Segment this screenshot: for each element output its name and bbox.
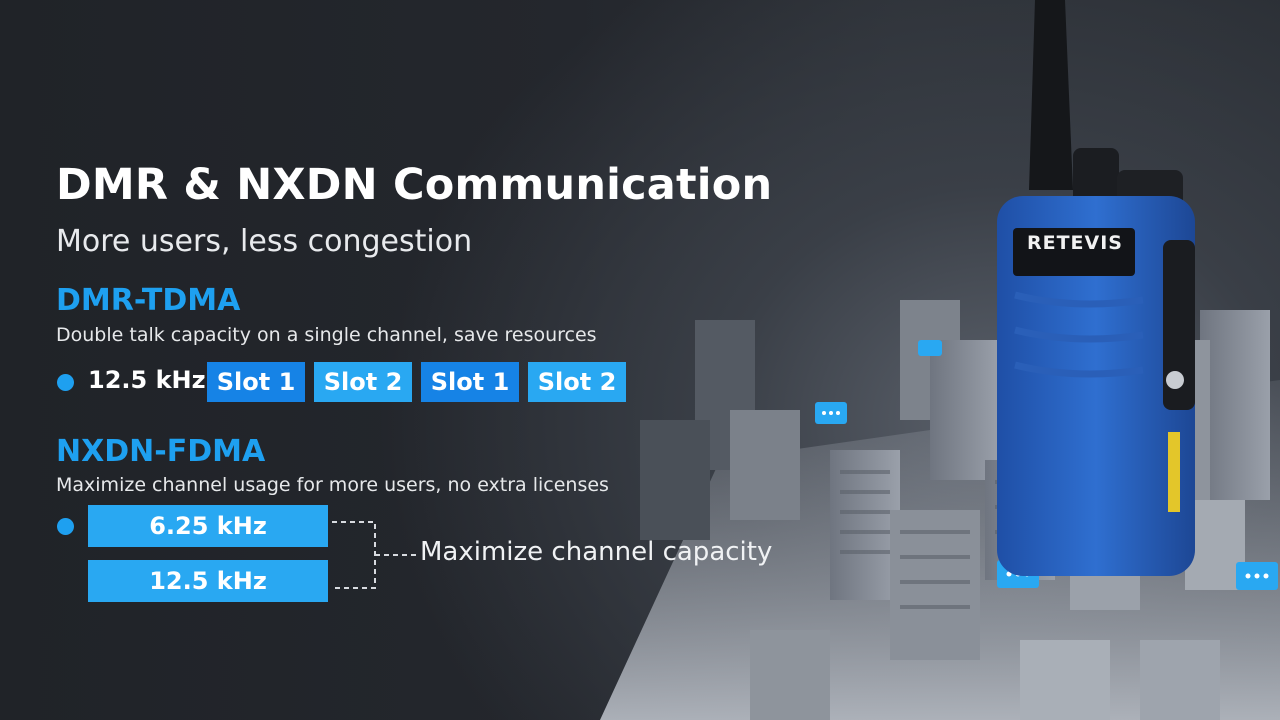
walkie-talkie-icon <box>997 0 1195 576</box>
nxdn-frequency-2: 12.5 kHz <box>88 560 328 602</box>
dmr-slot-2: Slot 2 <box>314 362 412 402</box>
dmr-slot-1: Slot 1 <box>207 362 305 402</box>
dmr-title: DMR-TDMA <box>56 283 241 318</box>
dmr-description: Double talk capacity on a single channel… <box>56 324 597 346</box>
dmr-frequency: 12.5 kHz <box>88 366 206 394</box>
dmr-slot-4: Slot 2 <box>528 362 626 402</box>
page-title: DMR & NXDN Communication <box>56 160 773 210</box>
page-subtitle: More users, less congestion <box>56 224 473 259</box>
dmr-slot-3: Slot 1 <box>421 362 519 402</box>
bracket-connector <box>332 521 418 589</box>
nxdn-frequency-1: 6.25 kHz <box>88 505 328 547</box>
dmr-bullet-icon <box>57 374 74 391</box>
capacity-label: Maximize channel capacity <box>420 537 773 567</box>
radio-brand-logo: RETEVIS <box>1026 232 1123 254</box>
nxdn-bullet-icon <box>57 518 74 535</box>
nxdn-title: NXDN-FDMA <box>56 434 266 469</box>
nxdn-description: Maximize channel usage for more users, n… <box>56 474 609 496</box>
